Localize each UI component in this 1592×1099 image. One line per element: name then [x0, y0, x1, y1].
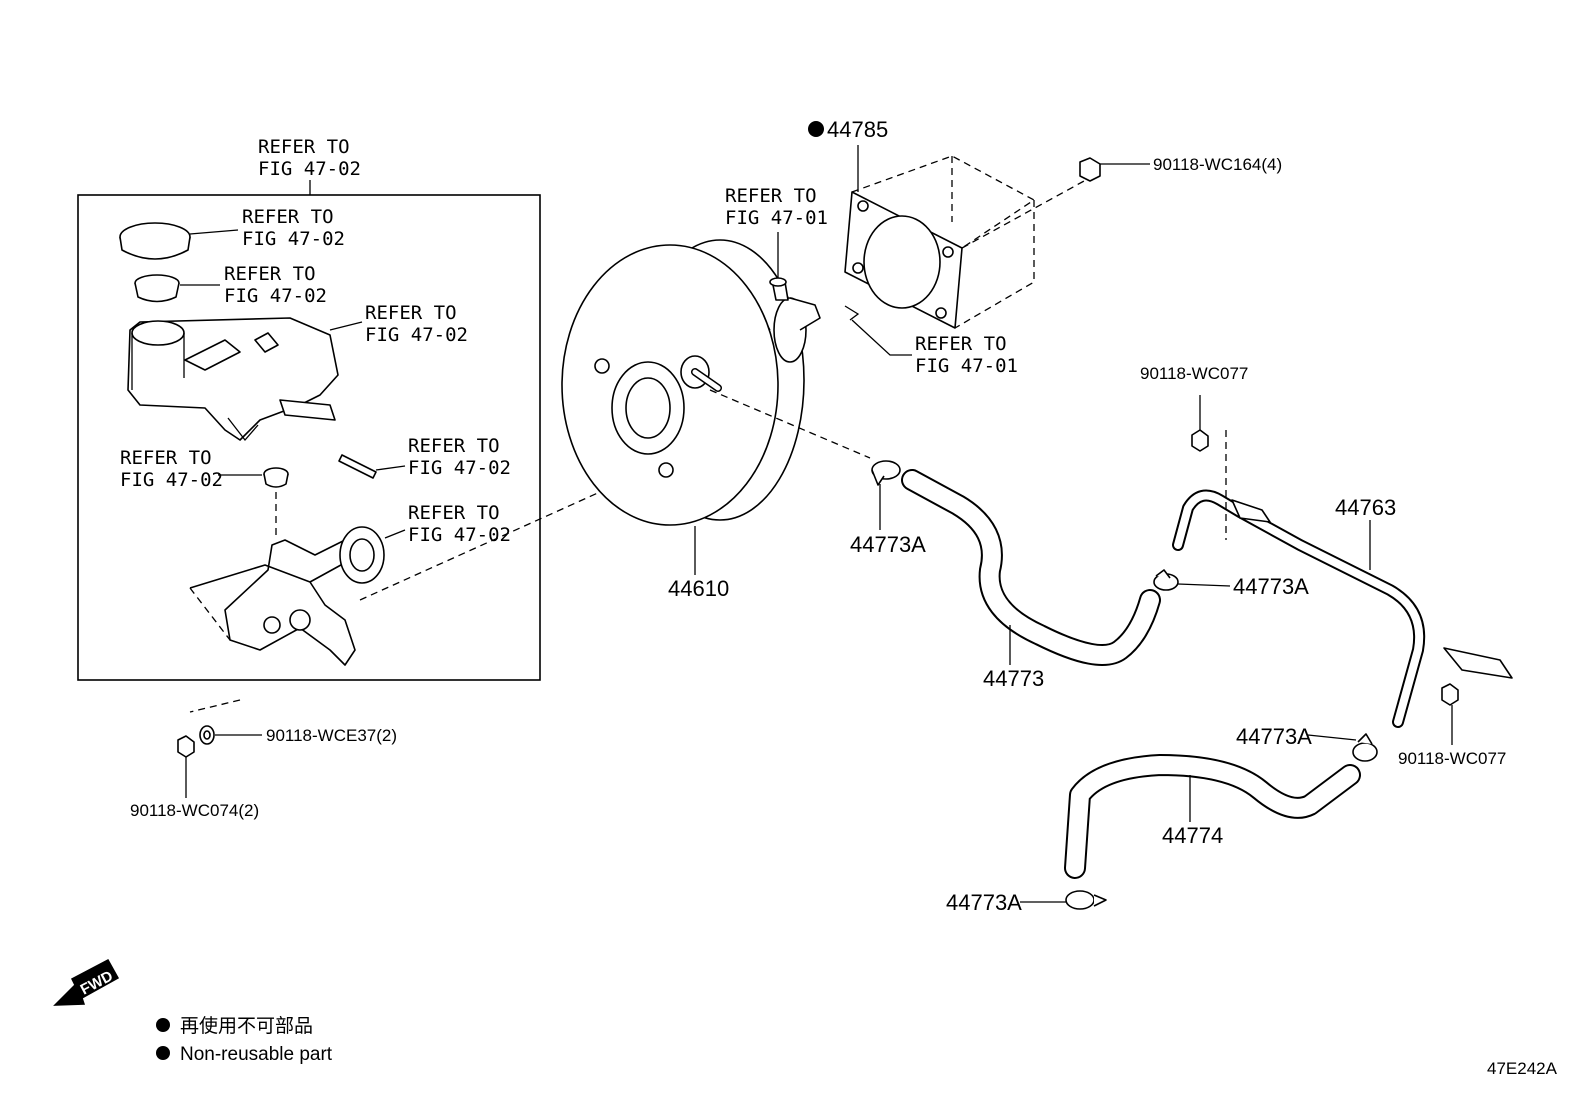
- legend-line-jp: 再使用不可部品: [180, 1015, 313, 1037]
- legend-line-en: Non-reusable part: [180, 1044, 333, 1065]
- pipe-nut-top: [1191, 395, 1209, 452]
- refer-clip: REFER TO FIG 47-01: [915, 333, 1018, 377]
- refer-pin: REFER TO FIG 47-02: [408, 435, 511, 479]
- part-nut-booster: 90118-WC164(4): [1153, 155, 1282, 174]
- part-clamp-lower-right: 44773A: [1236, 724, 1312, 749]
- part-nut-pipe-right: 90118-WC077: [1398, 749, 1506, 768]
- part-hose-2: 44774: [1162, 823, 1223, 848]
- master-cylinder-nut: [177, 735, 195, 798]
- legend-bullet-icon: [156, 1018, 170, 1032]
- forward-direction-arrow: FWD: [53, 958, 120, 1006]
- part-pipe: 44763: [1335, 495, 1396, 520]
- part-hose-1: 44773: [983, 666, 1044, 691]
- booster-gasket: [844, 145, 1096, 329]
- refer-group-top: REFER TO FIG 47-02: [258, 136, 361, 180]
- part-nut-mc: 90118-WC074(2): [130, 801, 259, 820]
- reservoir-strainer: [134, 274, 220, 303]
- hose-clamp-lower-right: [1307, 733, 1378, 762]
- vacuum-hose-44774: [1064, 754, 1361, 879]
- part-gasket: 44785: [827, 117, 888, 142]
- vacuum-pipe-44763: [1172, 430, 1513, 728]
- refer-clevis-pin: REFER TO FIG 47-01: [725, 185, 828, 229]
- booster-nut: [1079, 157, 1150, 182]
- clevis-pin: [769, 232, 789, 301]
- refer-master-cylinder: REFER TO FIG 47-02: [408, 502, 511, 546]
- refer-grommet: REFER TO FIG 47-02: [120, 447, 223, 491]
- figure-code: 47E242A: [1487, 1059, 1558, 1078]
- part-washer-mc: 90118-WCE37(2): [266, 726, 397, 745]
- legend-bullet-icon: [156, 1046, 170, 1060]
- non-reusable-mark-icon: [808, 121, 824, 137]
- reservoir-grommet: [218, 467, 289, 540]
- brake-booster: [561, 239, 871, 575]
- hose-clamp-booster: [871, 460, 901, 530]
- part-clamp-booster: 44773A: [850, 532, 926, 557]
- master-cylinder-group-frame: [77, 194, 541, 681]
- vacuum-hose-44773: [901, 469, 1161, 666]
- pipe-nut-right: [1441, 683, 1459, 745]
- brake-fluid-reservoir: [127, 317, 363, 442]
- reservoir-cap: [119, 222, 239, 260]
- hose-clamp-lower-left: [1020, 890, 1107, 910]
- legend: 再使用不可部品 Non-reusable part: [156, 1015, 333, 1065]
- master-cylinder: [189, 526, 406, 666]
- part-clamp-lower-left: 44773A: [946, 890, 1022, 915]
- master-cylinder-washer: [199, 725, 262, 745]
- refer-cap: REFER TO FIG 47-02: [242, 206, 345, 250]
- clip: [844, 305, 912, 356]
- refer-strainer: REFER TO FIG 47-02: [224, 263, 327, 307]
- part-clamp-mid: 44773A: [1233, 574, 1309, 599]
- refer-reservoir: REFER TO FIG 47-02: [365, 302, 468, 346]
- part-booster: 44610: [668, 576, 729, 601]
- part-nut-pipe-top: 90118-WC077: [1140, 364, 1248, 383]
- reservoir-pin: [338, 454, 406, 479]
- hose-clamp-mid: [1153, 569, 1231, 591]
